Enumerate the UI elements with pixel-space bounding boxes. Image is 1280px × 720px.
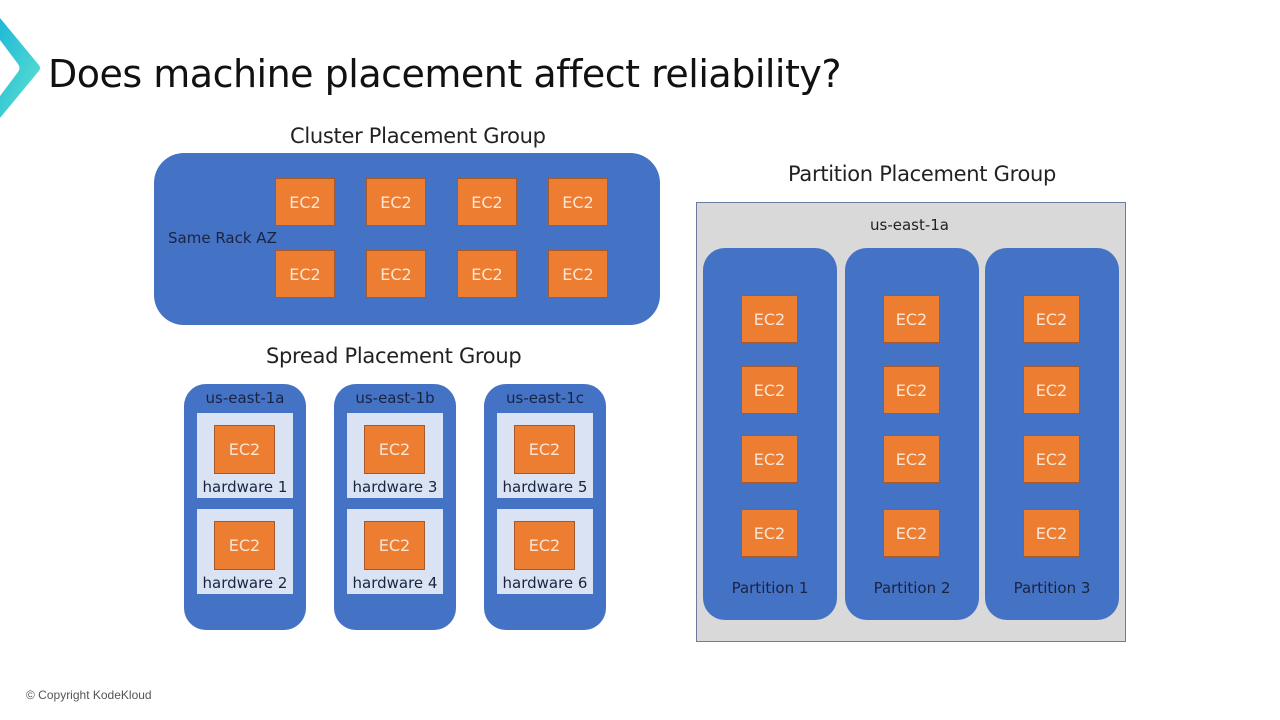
spread-zone-label: us-east-1b	[355, 389, 435, 407]
ec2-instance: EC2	[364, 521, 425, 570]
ec2-instance: EC2	[457, 178, 517, 226]
page-title: Does machine placement affect reliabilit…	[48, 52, 842, 96]
ec2-instance: EC2	[883, 366, 940, 414]
hardware-label: hardware 5	[502, 478, 588, 496]
ec2-instance: EC2	[366, 250, 426, 298]
ec2-instance: EC2	[741, 366, 798, 414]
partition-label: Partition 2	[873, 579, 951, 597]
ec2-instance: EC2	[214, 521, 275, 570]
kodekloud-logo-icon	[0, 18, 40, 118]
ec2-instance: EC2	[364, 425, 425, 474]
ec2-instance: EC2	[275, 250, 335, 298]
ec2-instance: EC2	[1023, 435, 1080, 483]
hardware-label: hardware 1	[202, 478, 288, 496]
cluster-heading: Cluster Placement Group	[290, 124, 546, 148]
hardware-label: hardware 6	[502, 574, 588, 592]
partition-heading: Partition Placement Group	[788, 162, 1057, 186]
ec2-instance: EC2	[1023, 295, 1080, 343]
ec2-instance: EC2	[548, 250, 608, 298]
hardware-label: hardware 2	[202, 574, 288, 592]
cluster-az-label: Same Rack AZ	[168, 229, 277, 247]
hardware-box: hardware 1	[197, 413, 293, 498]
ec2-instance: EC2	[741, 435, 798, 483]
ec2-instance: EC2	[1023, 509, 1080, 557]
ec2-instance: EC2	[275, 178, 335, 226]
hardware-label: hardware 3	[352, 478, 438, 496]
ec2-instance: EC2	[366, 178, 426, 226]
ec2-instance: EC2	[548, 178, 608, 226]
partition-label: Partition 1	[731, 579, 809, 597]
ec2-instance: EC2	[883, 435, 940, 483]
ec2-instance: EC2	[883, 295, 940, 343]
hardware-label: hardware 4	[352, 574, 438, 592]
ec2-instance: EC2	[1023, 366, 1080, 414]
partition-label: Partition 3	[1013, 579, 1091, 597]
ec2-instance: EC2	[514, 521, 575, 570]
partition-zone-label: us-east-1a	[870, 216, 949, 234]
ec2-instance: EC2	[741, 509, 798, 557]
ec2-instance: EC2	[514, 425, 575, 474]
ec2-instance: EC2	[883, 509, 940, 557]
ec2-instance: EC2	[214, 425, 275, 474]
spread-heading: Spread Placement Group	[266, 344, 522, 368]
ec2-instance: EC2	[741, 295, 798, 343]
spread-zone-label: us-east-1c	[505, 389, 585, 407]
copyright: © Copyright KodeKloud	[26, 688, 152, 702]
ec2-instance: EC2	[457, 250, 517, 298]
spread-zone-label: us-east-1a	[205, 389, 285, 407]
